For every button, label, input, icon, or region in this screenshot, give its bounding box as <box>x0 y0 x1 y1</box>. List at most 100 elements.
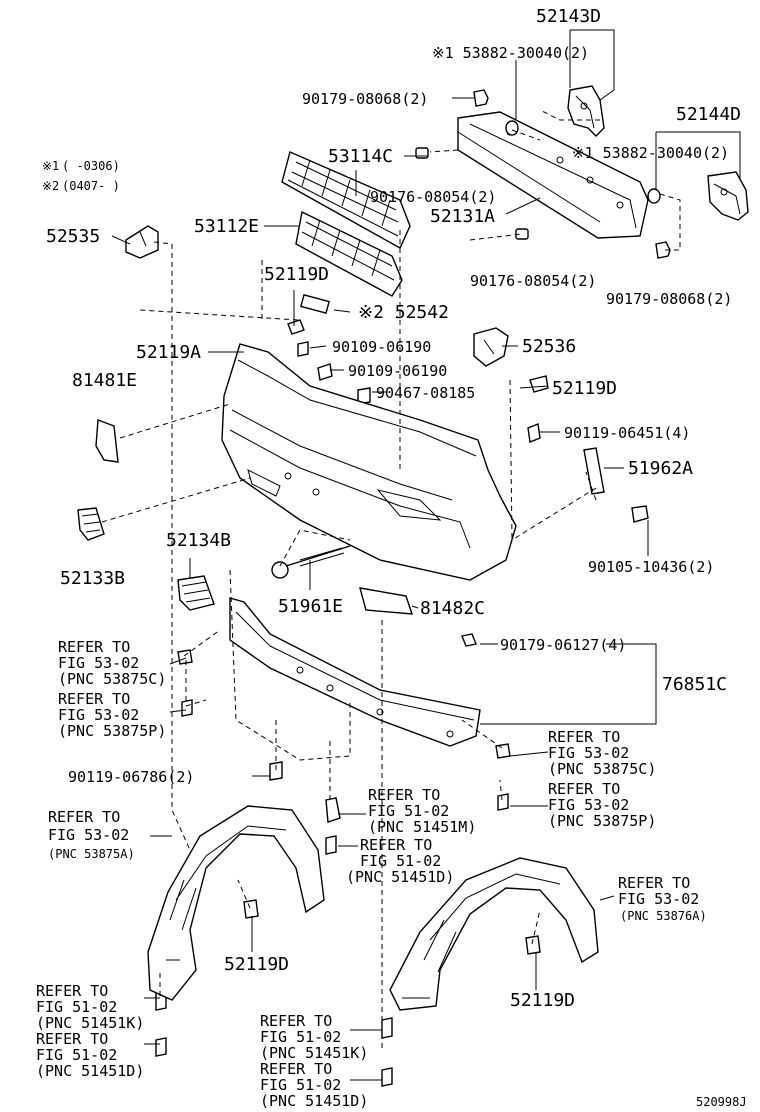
figure-code: 520998J <box>696 1095 747 1109</box>
label-90179-06127: 90179-06127(4) <box>500 636 626 654</box>
label-51961E: 51961E <box>278 596 343 617</box>
svg-text:FIG 53-02: FIG 53-02 <box>618 890 699 908</box>
label-53882-a: ※1 53882-30040(2) <box>432 44 589 62</box>
refer-block-2: REFER TO FIG 53-02 (PNC 53875P) <box>58 690 166 740</box>
svg-text:REFER TO: REFER TO <box>48 808 120 826</box>
retainer-52535 <box>125 225 159 259</box>
svg-text:(PNC 51451K): (PNC 51451K) <box>260 1044 368 1062</box>
fender-liner-right <box>389 857 599 1011</box>
bracket-51962A <box>583 447 605 495</box>
label-52536: 52536 <box>522 336 576 357</box>
svg-text:(PNC 53875P): (PNC 53875P) <box>58 722 166 740</box>
svg-text:FIG 51-02: FIG 51-02 <box>260 1076 341 1094</box>
grille-lower <box>295 210 403 297</box>
label-52119D-b: 52119D <box>552 378 617 399</box>
svg-text:REFER TO: REFER TO <box>548 728 620 746</box>
top-fasteners <box>415 89 671 259</box>
note-1-text: ( -0306) <box>62 159 120 173</box>
refer-block-8: REFER TO FIG 53-02 (PNC 53876A) <box>618 874 707 923</box>
label-53114C: 53114C <box>328 146 393 167</box>
part-labels: 52143D ※1 53882-30040(2) 90179-08068(2) … <box>42 6 747 1109</box>
label-53882-b: ※1 53882-30040(2) <box>572 144 729 162</box>
retainer-52536 <box>473 327 509 367</box>
svg-text:FIG 53-02: FIG 53-02 <box>48 826 129 844</box>
towing-eye <box>271 545 351 579</box>
bracket-right <box>567 85 605 137</box>
refer-to-labels: REFER TO FIG 53-02 (PNC 53875C) REFER TO… <box>36 638 707 1110</box>
label-52119D-c: 52119D <box>224 954 289 975</box>
svg-text:REFER TO: REFER TO <box>36 1030 108 1048</box>
label-52134B: 52134B <box>166 530 231 551</box>
label-90109-a: 90109-06190 <box>332 338 431 356</box>
grille-upper <box>281 151 411 249</box>
svg-text:(PNC 53875P): (PNC 53875P) <box>548 812 656 830</box>
label-52542: ※2 52542 <box>358 302 449 323</box>
refer-block-5: REFER TO FIG 51-02 (PNC 51451M) <box>368 786 476 836</box>
label-90109-b: 90109-06190 <box>348 362 447 380</box>
note-1-mark: ※1 <box>42 159 59 173</box>
small-clips <box>155 649 541 1087</box>
svg-text:(PNC 53875A): (PNC 53875A) <box>48 847 135 861</box>
refer-block-10: REFER TO FIG 51-02 (PNC 51451D) <box>36 1030 144 1080</box>
svg-text:(PNC 51451D): (PNC 51451D) <box>260 1092 368 1110</box>
label-90176-a: 90176-08054(2) <box>370 188 496 206</box>
label-90119-06786: 90119-06786(2) <box>68 768 194 786</box>
label-52131A: 52131A <box>430 206 495 227</box>
svg-text:(PNC 51451K): (PNC 51451K) <box>36 1014 144 1032</box>
refer-block-3: REFER TO FIG 53-02 (PNC 53875C) <box>548 728 656 778</box>
bracket-left <box>707 171 749 221</box>
label-52119D-a: 52119D <box>264 264 329 285</box>
refer-block-4: REFER TO FIG 53-02 (PNC 53875P) <box>548 780 656 830</box>
clip-90179-06127 <box>461 633 477 647</box>
svg-text:REFER TO: REFER TO <box>360 836 432 854</box>
dashed-leaders <box>101 109 681 1050</box>
cover-52134B <box>177 575 215 611</box>
label-52144D: 52144D <box>676 104 741 125</box>
reflector-81482C <box>359 587 414 615</box>
svg-text:REFER TO: REFER TO <box>58 690 130 708</box>
svg-text:REFER TO: REFER TO <box>260 1012 332 1030</box>
svg-text:REFER TO: REFER TO <box>548 780 620 798</box>
fender-liner-left <box>147 805 325 1001</box>
svg-text:FIG 51-02: FIG 51-02 <box>36 998 117 1016</box>
label-81481E: 81481E <box>72 370 137 391</box>
svg-text:FIG 53-02: FIG 53-02 <box>548 796 629 814</box>
svg-text:FIG 51-02: FIG 51-02 <box>360 852 441 870</box>
refer-block-12: REFER TO FIG 51-02 (PNC 51451D) <box>260 1060 368 1110</box>
label-90467: 90467-08185 <box>376 384 475 402</box>
label-90179-08068-a: 90179-08068(2) <box>302 90 428 108</box>
label-90105: 90105-10436(2) <box>588 558 714 576</box>
bumper-cover <box>221 343 517 581</box>
refer-block-9: REFER TO FIG 51-02 (PNC 51451K) <box>36 982 144 1032</box>
refer-block-7: REFER TO FIG 53-02 (PNC 53875A) <box>48 808 135 861</box>
label-76851C: 76851C <box>662 674 727 695</box>
label-53112E: 53112E <box>194 216 259 237</box>
svg-text:REFER TO: REFER TO <box>618 874 690 892</box>
label-52535: 52535 <box>46 226 100 247</box>
note-2-text: (0407- ) <box>62 179 120 193</box>
svg-text:(PNC 53875C): (PNC 53875C) <box>548 760 656 778</box>
note-2-mark: ※2 <box>42 179 59 193</box>
label-90119-06451: 90119-06451(4) <box>564 424 690 442</box>
svg-text:(PNC 51451M): (PNC 51451M) <box>368 818 476 836</box>
svg-text:FIG 53-02: FIG 53-02 <box>58 654 139 672</box>
bumper-fasteners <box>287 319 649 523</box>
refer-block-1: REFER TO FIG 53-02 (PNC 53875C) <box>58 638 166 688</box>
svg-text:(PNC 51451D): (PNC 51451D) <box>346 868 454 886</box>
svg-text:(PNC 53876A): (PNC 53876A) <box>620 909 707 923</box>
label-52143D: 52143D <box>536 6 601 27</box>
svg-text:FIG 51-02: FIG 51-02 <box>368 802 449 820</box>
svg-text:REFER TO: REFER TO <box>58 638 130 656</box>
label-90179-08068-b: 90179-08068(2) <box>606 290 732 308</box>
svg-text:FIG 53-02: FIG 53-02 <box>58 706 139 724</box>
refer-block-11: REFER TO FIG 51-02 (PNC 51451K) <box>260 1012 368 1062</box>
label-52119A: 52119A <box>136 342 201 363</box>
solid-leaders <box>111 29 741 1081</box>
label-52119D-d: 52119D <box>510 990 575 1011</box>
svg-text:REFER TO: REFER TO <box>36 982 108 1000</box>
svg-text:FIG 53-02: FIG 53-02 <box>548 744 629 762</box>
svg-text:FIG 51-02: FIG 51-02 <box>260 1028 341 1046</box>
reflector-81481E <box>95 419 119 463</box>
svg-text:(PNC 53875C): (PNC 53875C) <box>58 670 166 688</box>
